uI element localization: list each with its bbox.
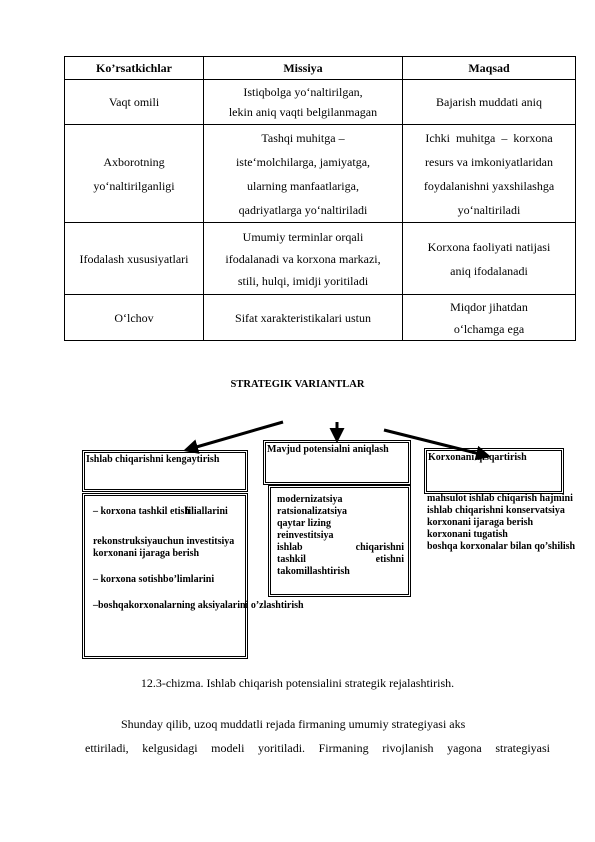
- header-mission: Missiya: [203, 56, 403, 80]
- center-item: modernizatsiya: [277, 494, 343, 505]
- left-item: korxonani ijaraga berish: [93, 548, 200, 559]
- cell-line: lekin aniq vaqti belgilanmagan: [228, 105, 378, 119]
- cell-mission: Tashqi muhitga – iste‘molchilarga, jamiy…: [203, 124, 403, 223]
- cell-indicator: Vaqt omili: [64, 79, 204, 125]
- cell-line: o‘lchamga ega: [453, 321, 525, 336]
- right-item: mahsulot ishlab chiqarish hajmini: [427, 493, 573, 504]
- cell-mission: Umumiy terminlar orqali ifodalanadi va k…: [203, 222, 403, 295]
- center-item-word: ishlab: [277, 542, 303, 553]
- cell-line: ularning manfaatlariga,: [247, 178, 359, 193]
- center-item-row: tashkil etishni: [277, 554, 404, 566]
- right-item: korxonani ijaraga berish: [427, 517, 534, 528]
- cell-mission: Sifat xarakteristikalari ustun: [203, 294, 403, 341]
- arrow-right: [383, 428, 491, 461]
- cell-goal: Ichki muhitga – korxona resurs va imkoni…: [402, 124, 576, 223]
- center-header: Mavjud potensialni aniqlash: [267, 444, 389, 455]
- center-item-word: etishni: [375, 554, 404, 565]
- center-item-word: chiqarishni: [355, 542, 404, 553]
- center-item-word: tashkil: [277, 554, 306, 565]
- cell-line: foydalanishni yaxshilashga: [423, 178, 555, 193]
- cell-line: Istiqbolga yo‘naltirilgan,: [243, 85, 363, 99]
- cell-line: yo‘naltiriladi: [457, 202, 521, 217]
- cell-line: Korxona faoliyati natijasi: [427, 239, 551, 254]
- right-item: boshqa korxonalar bilan qo’shilish: [427, 541, 576, 552]
- body-paragraph-line: ettiriladi, kelgusidagi modeli yoritilad…: [85, 741, 550, 755]
- figure-caption: 12.3-chizma. Ishlab chiqarish potensiali…: [140, 676, 455, 690]
- center-items-box: modernizatsiya ratsionalizatsiya qaytar …: [268, 485, 411, 597]
- left-item: rekonstruksiyauchun investitsiya: [93, 536, 235, 547]
- right-item: korxonani tugatish: [427, 529, 508, 540]
- header-indicators: Ko’rsatkichlar: [64, 56, 204, 80]
- cell-line: qadriyatlarga yo‘naltiriladi: [238, 202, 368, 217]
- diagram-title: STRATEGIK VARIANTLAR: [230, 379, 365, 390]
- cell-line: Umumiy terminlar orqali: [242, 229, 364, 244]
- table-row: O‘lchov Sifat xarakteristikalari ustun M…: [64, 294, 576, 341]
- left-item: – korxona sotishbo’limlarini: [93, 574, 215, 585]
- cell-indicator: O‘lchov: [64, 294, 204, 341]
- center-header-box: Mavjud potensialni aniqlash: [263, 440, 411, 485]
- cell-line: resurs va imkoniyatlaridan: [425, 154, 553, 169]
- right-item: ishlab chiqarishni konservatsiya: [427, 505, 565, 516]
- cell-line: Tashqi muhitga –: [261, 130, 345, 145]
- center-item-row: ishlab chiqarishni: [277, 542, 404, 554]
- right-items: mahsulot ishlab chiqarish hajmini ishlab…: [427, 493, 595, 553]
- right-header: Korxonani qisqartirish: [428, 452, 527, 463]
- center-item: reinvestitsiya: [277, 530, 334, 541]
- cell-indicator: Axborotning yo‘naltirilganligi: [64, 124, 204, 223]
- cell-goal: Miqdor jihatdan o‘lchamga ega: [402, 294, 576, 341]
- left-items-box: – korxona tashkil etish filiallarini rek…: [82, 493, 304, 659]
- left-header-box: Ishlab chiqarishni kengaytirish: [82, 450, 248, 492]
- cell-line: yo‘naltirilganligi: [93, 178, 175, 193]
- right-header-box: Korxonani qisqartirish: [424, 448, 564, 494]
- table-header-row: Ko’rsatkichlar Missiya Maqsad: [64, 56, 576, 80]
- table-row: Axborotning yo‘naltirilganligi Tashqi mu…: [64, 124, 576, 223]
- left-item: filiallarini: [185, 506, 228, 517]
- left-item: –boshqakorxonalarning aksiyalarini o’zla…: [93, 600, 304, 611]
- cell-line: ifodalanadi va korxona markazi,: [225, 251, 381, 266]
- cell-line: iste‘molchilarga, jamiyatga,: [235, 154, 371, 169]
- center-item: ratsionalizatsiya: [277, 506, 347, 517]
- cell-mission: Istiqbolga yo‘naltirilgan, lekin aniq va…: [203, 79, 403, 125]
- cell-line: stili, hulqi, imidji yoritiladi: [237, 273, 369, 288]
- left-item-row: – korxona tashkil etish filiallarini: [93, 506, 245, 518]
- left-item: – korxona tashkil etish: [93, 506, 190, 517]
- cell-line: Ichki muhitga – korxona: [425, 130, 553, 145]
- cell-line: aniq ifodalanadi: [450, 263, 528, 278]
- comparison-table: Ko’rsatkichlar Missiya Maqsad Vaqt omili…: [64, 56, 576, 341]
- arrow-left: [183, 420, 284, 454]
- center-item: qaytar lizing: [277, 518, 331, 529]
- center-item: takomillashtirish: [277, 566, 350, 577]
- body-paragraph-line: Shunday qilib, uzoq muddatli rejada firm…: [121, 717, 466, 731]
- left-header: Ishlab chiqarishni kengaytirish: [86, 454, 220, 465]
- table-row: Vaqt omili Istiqbolga yo‘naltirilgan, le…: [64, 79, 576, 125]
- cell-line: Miqdor jihatdan: [450, 299, 528, 314]
- cell-line: Axborotning: [103, 154, 165, 169]
